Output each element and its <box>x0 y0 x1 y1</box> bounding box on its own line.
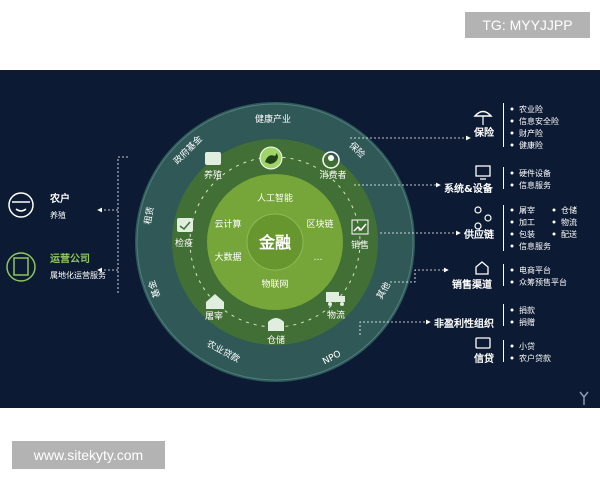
building-icon <box>6 252 36 282</box>
npo-item: 捐赠 <box>519 317 535 327</box>
supply-item: 配送 <box>561 229 577 239</box>
rooster-icon <box>265 153 278 164</box>
node-slaughter: 屠宰 <box>205 294 224 322</box>
user-icon <box>322 151 340 169</box>
inner-label-etc: … <box>314 253 323 263</box>
npo-item: 捐款 <box>519 305 535 315</box>
chart-icon <box>351 219 369 235</box>
middle-label-slaughter: 屠宰 <box>205 310 223 322</box>
outer-label-leasing: 租赁 <box>142 206 157 226</box>
slaughterhouse-icon <box>206 294 224 309</box>
actor-operator: 运营公司 属地化运营服务 <box>6 252 106 282</box>
group-sales-channel: 销售渠道 电商平台 众筹预售平台 <box>452 261 567 291</box>
center-disc <box>246 213 304 271</box>
middle-label-health: 健康产业 <box>255 113 291 125</box>
node-logistics: 物流 <box>326 292 345 321</box>
group-systems-title: 系统&设备 <box>444 182 494 195</box>
truck-icon <box>326 292 339 302</box>
network-icon <box>474 206 482 214</box>
group-insurance: 保险 农业险 信息安全险 财产险 健康险 <box>473 103 559 150</box>
node-storage: 仓储 <box>267 318 285 346</box>
middle-ring-orbit <box>189 156 361 328</box>
sales-item: 电商平台 <box>519 265 551 275</box>
credit-item: 农户贷款 <box>519 353 551 363</box>
middle-label-storage: 仓储 <box>267 334 285 346</box>
ecosystem-diagram: 金融 人工智能 区块链 云计算 大数据 … 物联网 健康产业 养殖 消费者 检疫… <box>0 70 600 408</box>
watermark-top: TG: MYYJJPP <box>465 12 590 38</box>
credit-item: 小贷 <box>519 341 535 351</box>
actor-operator-title: 运营公司 <box>50 252 90 265</box>
group-insurance-title: 保险 <box>473 126 495 139</box>
group-credit-title: 信贷 <box>474 352 494 365</box>
center-label: 金融 <box>258 233 291 252</box>
inner-label-bigdata: 大数据 <box>214 251 241 263</box>
actor-farmer: 农户 养殖 <box>8 192 70 220</box>
group-npo: 非盈利性组织 捐款 捐赠 <box>434 304 535 330</box>
middle-label-quarantine: 检疫 <box>175 237 193 249</box>
supply-item: 包装 <box>519 229 535 239</box>
middle-label-sales: 销售 <box>351 239 369 251</box>
right-connectors <box>350 135 471 335</box>
diagram-canvas: 金融 人工智能 区块链 云计算 大数据 … 物联网 健康产业 养殖 消费者 检疫… <box>6 102 589 405</box>
supply-item: 信息服务 <box>519 241 551 251</box>
quarantine-icon <box>177 218 193 232</box>
shop-icon <box>475 261 489 275</box>
card-icon <box>475 337 491 349</box>
insurance-item: 健康险 <box>519 140 543 150</box>
supply-item: 仓储 <box>561 205 577 215</box>
sales-item: 众筹预售平台 <box>519 277 567 287</box>
actor-farmer-subtitle: 养殖 <box>50 210 66 220</box>
systems-item: 硬件设备 <box>519 168 551 178</box>
inner-label-cloud: 云计算 <box>214 218 241 230</box>
group-npo-title: 非盈利性组织 <box>434 317 494 330</box>
insurance-item: 农业险 <box>519 104 543 114</box>
monitor-icon <box>475 165 491 177</box>
barn-icon <box>205 152 221 165</box>
logo-mark-icon <box>579 391 589 405</box>
outer-ring-edge <box>136 103 414 381</box>
actor-farmer-title: 农户 <box>49 192 70 205</box>
node-quarantine: 检疫 <box>175 218 193 249</box>
actor-operator-subtitle: 属地化运营服务 <box>50 270 106 280</box>
insurance-item: 财产险 <box>519 128 543 138</box>
watermark-bottom: www.sitekyty.com <box>12 441 165 469</box>
group-supply-title: 供应链 <box>463 228 495 241</box>
supply-item: 物流 <box>561 217 577 227</box>
node-health: 健康产业 <box>255 113 291 170</box>
middle-label-breeding: 养殖 <box>204 169 222 181</box>
node-sales: 销售 <box>351 219 369 251</box>
node-consumer: 消费者 <box>319 151 347 181</box>
group-systems: 系统&设备 硬件设备 信息服务 <box>444 165 551 195</box>
farmer-icon <box>8 192 34 218</box>
node-breeding: 养殖 <box>204 152 222 181</box>
group-credit: 信贷 小贷 农户贷款 <box>474 337 551 365</box>
left-connectors <box>97 156 128 293</box>
supply-item: 屠宰 <box>519 205 535 215</box>
warehouse-icon <box>268 318 284 331</box>
insurance-item: 信息安全险 <box>519 116 559 126</box>
group-sales-title: 销售渠道 <box>452 278 492 291</box>
umbrella-icon <box>473 110 493 117</box>
inner-label-ai: 人工智能 <box>257 192 293 204</box>
group-supply-chain: 供应链 屠宰 仓储 加工 物流 包装 配送 信息服务 <box>463 205 577 251</box>
inner-label-blockchain: 区块链 <box>306 218 333 230</box>
inner-label-iot: 物联网 <box>261 278 288 290</box>
systems-item: 信息服务 <box>519 180 551 190</box>
middle-label-logistics: 物流 <box>327 309 345 321</box>
middle-label-consumer: 消费者 <box>319 169 346 181</box>
supply-item: 加工 <box>519 217 535 227</box>
